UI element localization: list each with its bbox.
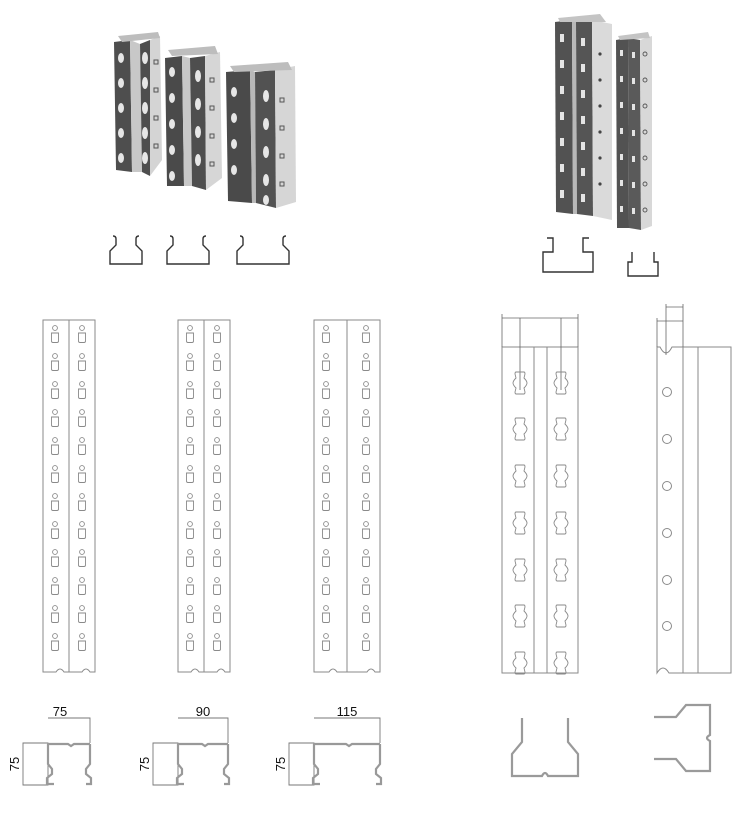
elevation-upright-115 [313,319,381,673]
render-3d-right-group [542,14,659,277]
elevation-upright-teardrop [501,314,579,675]
render-profiles-left [109,235,290,265]
width-dimension-label: 75 [53,704,67,719]
upright-3d-round-hole [616,32,652,230]
depth-dimension-label: 75 [137,757,152,771]
render-profiles-right [542,237,659,277]
depth-dimension-label: 75 [7,757,22,771]
section-115: 115 75 [273,704,383,786]
width-dimension-label: 115 [337,704,358,719]
elevation-upright-round-hole [656,304,732,675]
section-75: 75 75 [7,704,93,786]
dimension-lines-top [656,304,684,355]
section-90: 90 75 [137,704,231,786]
upright-3d-wide [226,62,296,208]
upright-3d-medium [165,46,222,190]
section-round-hole [654,703,712,773]
render-3d-left-group [109,32,296,265]
upright-3d-narrow [114,32,162,176]
section-teardrop [510,718,580,778]
upright-3d-teardrop [555,14,612,220]
dimension-lines-top [501,314,579,390]
elevation-upright-90 [177,319,231,673]
elevation-upright-75 [42,319,96,673]
width-dimension-label: 90 [196,704,210,719]
depth-dimension-label: 75 [273,757,288,771]
